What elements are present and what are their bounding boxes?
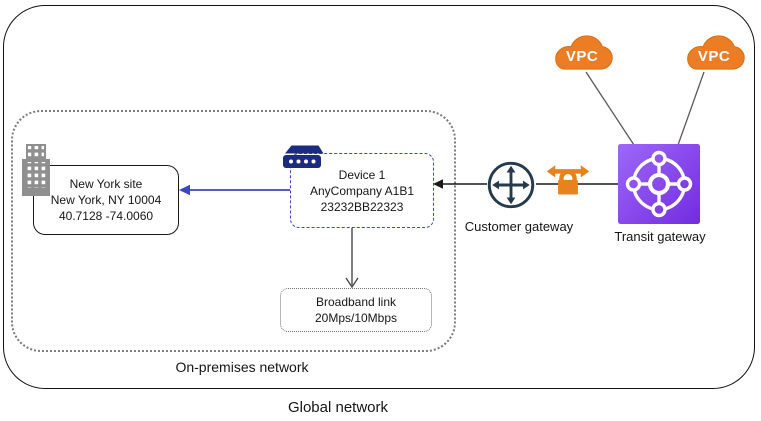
broadband-name: Broadband link	[315, 295, 397, 309]
new-york-site-box: New York site New York, NY 10004 40.7128…	[33, 165, 179, 235]
vpc-cloud-left: VPC	[550, 32, 614, 73]
broadband-link-box: Broadband link 20Mps/10Mbps	[280, 288, 432, 332]
vpc-label: VPC	[565, 47, 599, 65]
global-network-label: Global network	[287, 399, 389, 416]
device-vendor-model: AnyCompany A1B1	[309, 183, 415, 198]
transit-gateway-icon	[618, 144, 700, 224]
site-coordinates: 40.7128 -74.0060	[58, 209, 154, 223]
transit-gateway-label: Transit gateway	[614, 229, 706, 244]
customer-gateway-icon	[487, 161, 535, 209]
customer-gateway-label: Customer gateway	[464, 219, 574, 234]
office-building-icon	[22, 144, 50, 196]
vpc-label: VPC	[697, 47, 731, 65]
network-device-icon	[283, 145, 324, 168]
site-address: New York, NY 10004	[50, 193, 162, 207]
site-name: New York site	[69, 177, 143, 191]
on-premises-boundary	[11, 110, 456, 352]
device-serial: 23232BB22323	[320, 199, 404, 214]
on-premises-network-label: On-premises network	[175, 359, 309, 375]
vpc-cloud-right: VPC	[681, 32, 747, 73]
vpc-cloud-icon	[555, 35, 613, 70]
device-name: Device 1	[338, 167, 386, 182]
vpn-connection-icon	[546, 165, 590, 195]
vpc-cloud-icon	[687, 35, 745, 70]
broadband-speed: 20Mps/10Mbps	[314, 311, 398, 325]
